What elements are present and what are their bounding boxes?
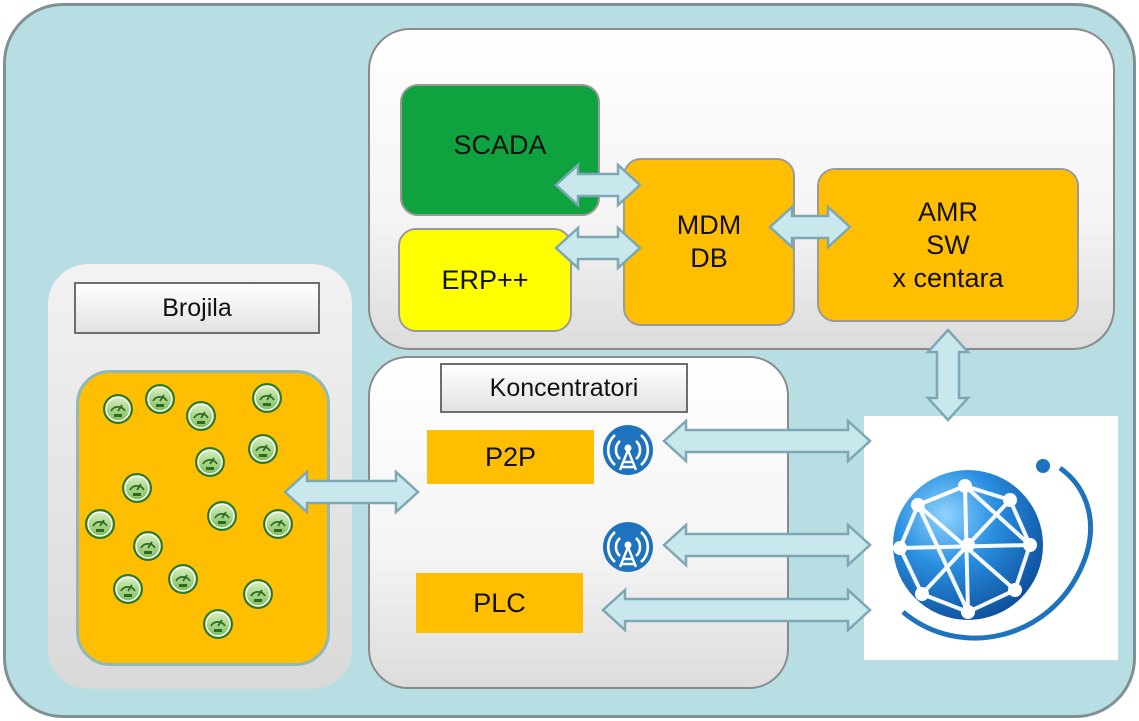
antenna-icon bbox=[603, 425, 653, 475]
meter-icon bbox=[207, 501, 237, 531]
scada-label: SCADA bbox=[453, 129, 547, 160]
meter-icon bbox=[103, 394, 133, 424]
koncentratori-header: Koncentratori bbox=[440, 363, 688, 413]
mdm-db-box: MDM DB bbox=[623, 158, 795, 326]
meter-icon bbox=[248, 434, 278, 464]
p2p-box: P2P bbox=[427, 430, 594, 484]
meter-icon bbox=[122, 473, 152, 503]
arrow-plc-network bbox=[601, 587, 872, 633]
arrow-radio-network bbox=[662, 522, 872, 568]
brojila-label: Brojila bbox=[162, 293, 232, 322]
centers-label: x centara bbox=[892, 262, 1004, 293]
erp-box: ERP++ bbox=[398, 228, 572, 332]
meter-icons bbox=[85, 383, 293, 639]
p2p-label: P2P bbox=[484, 441, 537, 472]
arrow-erp-mdm bbox=[554, 225, 642, 271]
amr-sw-box: AMR SW x centara bbox=[817, 168, 1079, 322]
db-label: DB bbox=[690, 243, 728, 273]
meter-icon bbox=[85, 509, 115, 539]
arrow-scada-mdm bbox=[554, 162, 642, 208]
arrow-amr-network bbox=[925, 328, 971, 422]
amr-label: AMR bbox=[918, 196, 978, 227]
brojila-header: Brojila bbox=[74, 282, 320, 334]
arrow-meters-concentrators bbox=[283, 469, 420, 515]
meter-icon bbox=[113, 574, 143, 604]
meter-icon bbox=[195, 447, 225, 477]
sw-label: SW bbox=[926, 229, 970, 260]
meter-icon bbox=[133, 531, 163, 561]
meter-icon bbox=[252, 383, 282, 413]
arrow-p2p-network bbox=[662, 418, 872, 464]
meter-icon bbox=[263, 509, 293, 539]
meter-icon bbox=[203, 609, 233, 639]
mdm-label: MDM bbox=[676, 210, 742, 240]
plc-label: PLC bbox=[473, 587, 526, 618]
meter-icon bbox=[243, 579, 273, 609]
erp-label: ERP++ bbox=[441, 264, 529, 295]
arrow-mdm-amr bbox=[768, 204, 852, 250]
koncentratori-label: Koncentratori bbox=[489, 373, 639, 402]
plc-box: PLC bbox=[416, 573, 583, 633]
meter-icon bbox=[145, 384, 175, 414]
connection-arrows bbox=[283, 162, 971, 633]
meter-icon bbox=[168, 564, 198, 594]
antenna-icon bbox=[603, 522, 653, 572]
meter-icon bbox=[186, 401, 216, 431]
globe-network-icon bbox=[893, 459, 1093, 641]
